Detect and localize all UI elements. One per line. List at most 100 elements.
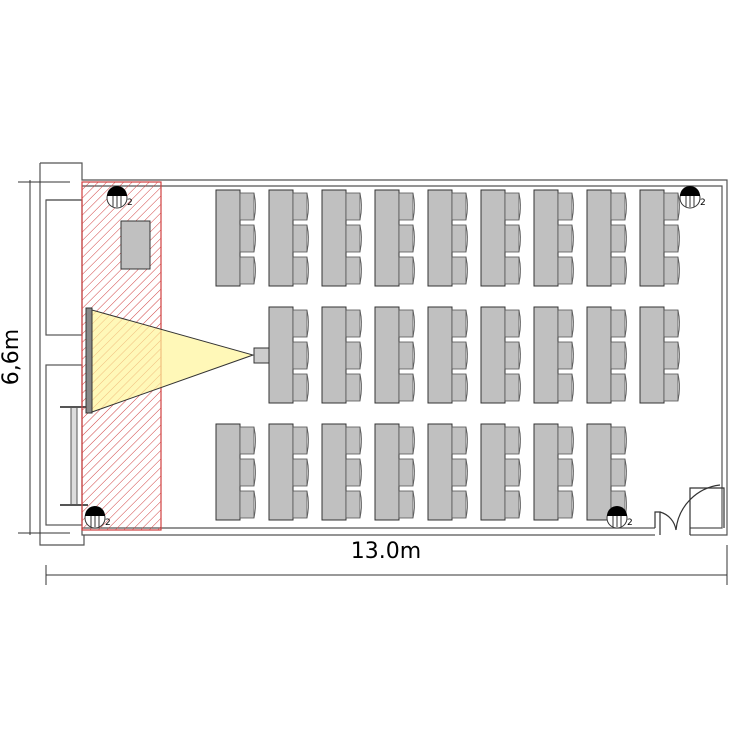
chair (557, 192, 573, 221)
desk (480, 189, 506, 287)
chair-back (571, 224, 574, 253)
chair-back (359, 490, 362, 519)
desk-group (480, 306, 521, 404)
chair-back (518, 490, 521, 519)
chair (292, 309, 308, 338)
chair (292, 341, 308, 370)
chair (345, 373, 361, 402)
chair (292, 224, 308, 253)
chair (557, 224, 573, 253)
chair-back (571, 373, 574, 402)
chair-back (359, 309, 362, 338)
chair (504, 490, 520, 519)
chair (504, 426, 520, 455)
chair-back (518, 426, 521, 455)
desk (374, 189, 400, 287)
desk-group (268, 189, 309, 287)
chair (345, 224, 361, 253)
chair (504, 341, 520, 370)
chair (451, 490, 467, 519)
chair (292, 192, 308, 221)
chair-back (359, 426, 362, 455)
desk (215, 423, 241, 521)
desk (639, 189, 665, 287)
chair (451, 458, 467, 487)
chair (557, 458, 573, 487)
chair-back (359, 373, 362, 402)
speaker-icon: 2 (679, 186, 706, 209)
chair-back (253, 256, 256, 285)
chair-back (412, 490, 415, 519)
chair (398, 373, 414, 402)
chair (398, 458, 414, 487)
chair (610, 458, 626, 487)
chair-back (571, 458, 574, 487)
chair-back (306, 373, 309, 402)
chair (663, 309, 679, 338)
chair (345, 341, 361, 370)
chair (292, 426, 308, 455)
desk-group (427, 423, 468, 521)
chair-back (624, 192, 627, 221)
chair (292, 373, 308, 402)
chair-back (359, 256, 362, 285)
desk-group (533, 423, 574, 521)
door[interactable] (654, 484, 725, 535)
desk (586, 423, 612, 521)
desk-group (268, 423, 309, 521)
chair (504, 192, 520, 221)
chair (504, 309, 520, 338)
chair (557, 309, 573, 338)
chair (610, 341, 626, 370)
desk-group (586, 423, 627, 521)
speaker-count-label: 2 (700, 198, 706, 208)
desk-group (427, 306, 468, 404)
chair (398, 426, 414, 455)
chair (345, 490, 361, 519)
desk-group (268, 306, 309, 404)
chair-back (306, 309, 309, 338)
chair-back (465, 458, 468, 487)
speaker-count-label: 2 (105, 518, 111, 528)
projection-cone (91, 309, 255, 413)
chair (239, 224, 255, 253)
desk-group (639, 306, 680, 404)
chair (239, 256, 255, 285)
chair-back (412, 458, 415, 487)
chair (451, 224, 467, 253)
chair (663, 373, 679, 402)
chair (663, 224, 679, 253)
chair-back (624, 341, 627, 370)
desk-group (215, 189, 256, 287)
desk-group (480, 423, 521, 521)
desk (533, 189, 559, 287)
chair-back (412, 341, 415, 370)
chair-back (412, 373, 415, 402)
chair-back (518, 373, 521, 402)
chair-back (359, 458, 362, 487)
chair (504, 224, 520, 253)
chair (557, 373, 573, 402)
chair-back (359, 192, 362, 221)
chair (610, 192, 626, 221)
desk-group (321, 423, 362, 521)
chair-back (518, 458, 521, 487)
chair (663, 341, 679, 370)
chair (451, 373, 467, 402)
chair-back (677, 373, 680, 402)
chair-back (306, 458, 309, 487)
speaker-icon: 2 (606, 506, 633, 529)
desk (639, 306, 665, 404)
lectern (120, 220, 151, 270)
chair-back (677, 192, 680, 221)
chair-back (624, 224, 627, 253)
chair-back (677, 224, 680, 253)
chair (398, 490, 414, 519)
chair-back (571, 426, 574, 455)
desk (321, 423, 347, 521)
chair (663, 192, 679, 221)
chair (345, 426, 361, 455)
